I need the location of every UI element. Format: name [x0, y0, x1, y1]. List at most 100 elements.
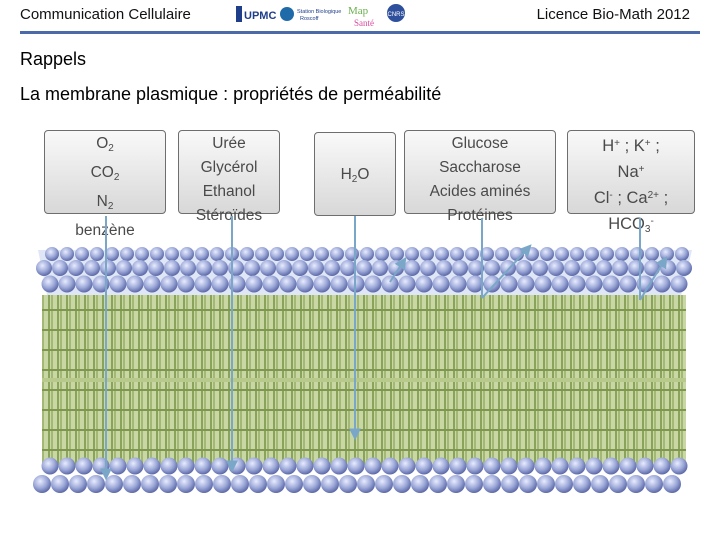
- lipid-head: [420, 247, 434, 261]
- lipid-head: [123, 475, 141, 493]
- lipid-head: [500, 275, 518, 293]
- lipid-head: [211, 457, 229, 475]
- lipid-head: [415, 457, 433, 475]
- lipid-head: [160, 275, 178, 293]
- lipid-head: [432, 457, 450, 475]
- lipid-head: [480, 247, 494, 261]
- lipid-head: [568, 275, 586, 293]
- lipid-head: [330, 275, 348, 293]
- box-ions: H+ ; K+ ; Na+ Cl- ; Ca2+ ; HCO3-: [567, 130, 695, 235]
- svg-text:UPMC: UPMC: [244, 10, 276, 22]
- lipid-head: [148, 260, 164, 276]
- lipid-head: [33, 475, 51, 493]
- lipid-head: [670, 457, 688, 475]
- lipid-head: [636, 275, 654, 293]
- svg-text:Roscoff: Roscoff: [300, 16, 319, 22]
- lipid-head: [195, 475, 213, 493]
- lipid-head: [231, 475, 249, 493]
- lipid-head: [516, 260, 532, 276]
- svg-text:CNRS: CNRS: [387, 12, 404, 18]
- lipid-head: [150, 247, 164, 261]
- lipid-head: [519, 475, 537, 493]
- lipid-head: [164, 260, 180, 276]
- lipid-head: [52, 260, 68, 276]
- lipid-head: [495, 247, 509, 261]
- lipid-head: [126, 457, 144, 475]
- lipid-head: [564, 260, 580, 276]
- lipid-head: [644, 260, 660, 276]
- lipid-head: [628, 260, 644, 276]
- upmc-logo: UPMC: [236, 6, 276, 22]
- lipid-head: [267, 475, 285, 493]
- lipid-head: [126, 275, 144, 293]
- lipid-head: [532, 260, 548, 276]
- membrane-bilayer: [28, 247, 702, 540]
- lipid-head: [228, 275, 246, 293]
- lipid-head: [255, 247, 269, 261]
- lipid-head: [548, 260, 564, 276]
- lipid-head: [483, 475, 501, 493]
- lipid-head: [450, 247, 464, 261]
- lipid-head: [300, 247, 314, 261]
- lipid-head: [452, 260, 468, 276]
- course-title: Communication Cellulaire: [20, 6, 191, 23]
- lipid-head: [315, 247, 329, 261]
- lipid-head: [92, 457, 110, 475]
- lipid-head: [534, 275, 552, 293]
- lipid-head: [449, 457, 467, 475]
- lipid-head: [551, 457, 569, 475]
- lipid-head: [645, 247, 659, 261]
- lipid-head: [676, 260, 692, 276]
- lipid-head: [375, 475, 393, 493]
- lipid-head: [653, 275, 671, 293]
- lipid-head: [194, 275, 212, 293]
- lipid-head: [330, 457, 348, 475]
- lipid-head: [551, 275, 569, 293]
- lipid-head: [177, 475, 195, 493]
- lipid-head: [324, 260, 340, 276]
- lipid-head: [75, 457, 93, 475]
- lipid-head: [135, 247, 149, 261]
- lipid-head: [627, 475, 645, 493]
- lipid-head: [84, 260, 100, 276]
- lipid-head: [534, 457, 552, 475]
- lipid-head: [276, 260, 292, 276]
- lipid-head: [466, 457, 484, 475]
- lipid-head: [143, 275, 161, 293]
- lipid-head: [225, 247, 239, 261]
- lipid-head: [483, 457, 501, 475]
- lipid-head: [68, 260, 84, 276]
- lipid-head: [585, 457, 603, 475]
- lipid-head: [404, 260, 420, 276]
- lipid-head: [105, 247, 119, 261]
- lipid-head: [41, 457, 59, 475]
- lipid-head: [313, 457, 331, 475]
- lipid-head: [364, 457, 382, 475]
- lipid-head: [580, 260, 596, 276]
- lipid-head: [345, 247, 359, 261]
- lipid-head: [435, 247, 449, 261]
- lipid-head: [388, 260, 404, 276]
- lipid-head: [347, 275, 365, 293]
- lipid-head: [308, 260, 324, 276]
- lipid-head: [132, 260, 148, 276]
- lipid-head: [537, 475, 555, 493]
- lipid-head: [357, 475, 375, 493]
- lipid-head: [196, 260, 212, 276]
- lipid-head: [555, 475, 573, 493]
- lipid-head: [405, 247, 419, 261]
- lipid-head: [90, 247, 104, 261]
- lipid-head: [58, 275, 76, 293]
- lipid-head: [321, 475, 339, 493]
- lipid-head: [211, 275, 229, 293]
- lipid-head: [653, 457, 671, 475]
- box-small-polar: Urée Glycérol Ethanol Stéroïdes: [178, 130, 280, 224]
- lipid-head: [612, 260, 628, 276]
- program-title: Licence Bio-Math 2012: [536, 6, 690, 23]
- lipid-head: [555, 247, 569, 261]
- lipid-head: [165, 247, 179, 261]
- lipid-head: [116, 260, 132, 276]
- lipid-head: [69, 475, 87, 493]
- lipid-head: [636, 457, 654, 475]
- lipid-head: [210, 247, 224, 261]
